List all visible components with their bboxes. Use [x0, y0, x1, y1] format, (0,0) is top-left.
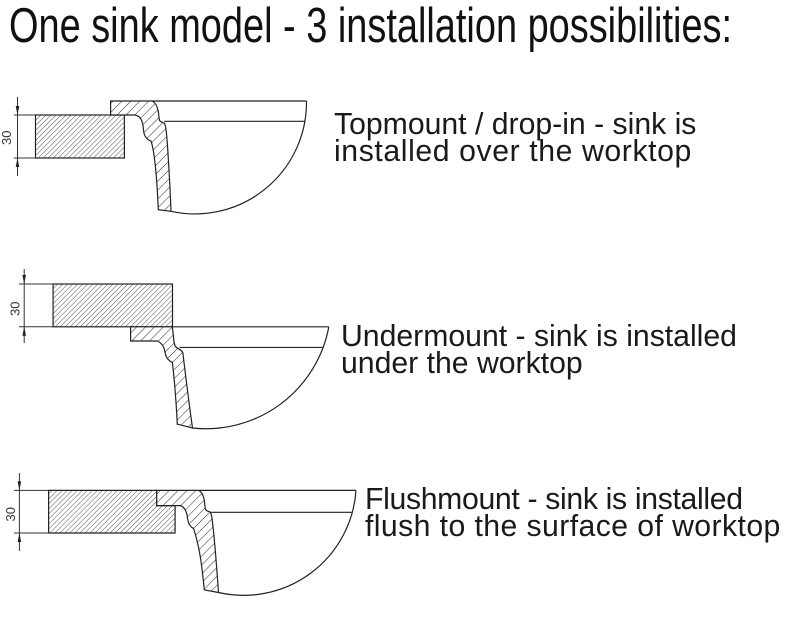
- svg-text:30: 30: [3, 507, 18, 521]
- svg-text:30: 30: [8, 302, 23, 316]
- svg-text:30: 30: [0, 131, 14, 145]
